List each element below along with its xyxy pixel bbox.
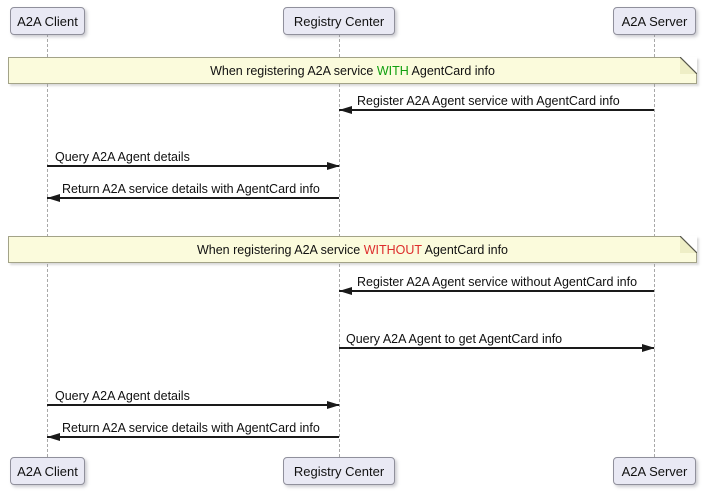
arrowhead-right-icon	[326, 400, 340, 409]
arrow-line	[339, 347, 654, 349]
participant-bottom-a2a-client: A2A Client	[10, 457, 85, 485]
message-label: Return A2A service details with AgentCar…	[62, 182, 320, 196]
participant-label: Registry Center	[293, 13, 385, 29]
note-text: When registering A2A service WITH AgentC…	[210, 64, 495, 78]
participant-top-a2a-client: A2A Client	[10, 7, 85, 35]
arrowhead-left-icon	[338, 105, 352, 114]
message-label: Register A2A Agent service without Agent…	[357, 275, 638, 289]
arrow-line	[339, 109, 654, 111]
message-label: Query A2A Agent to get AgentCard info	[346, 332, 563, 346]
message-label: Return A2A service details with AgentCar…	[62, 421, 320, 435]
note-text-prefix: When registering A2A service	[210, 63, 377, 78]
participant-bottom-a2a-server: A2A Server	[613, 457, 696, 485]
arrowhead-right-icon	[326, 161, 340, 170]
participant-label: A2A Server	[621, 13, 688, 29]
note-fold-icon	[680, 236, 697, 253]
participant-label: A2A Client	[17, 13, 78, 29]
arrowhead-right-icon	[641, 343, 655, 352]
note-keyword: WITHOUT	[363, 242, 422, 257]
arrow-line	[47, 165, 339, 167]
note-fold-icon	[680, 57, 697, 74]
participant-label: A2A Server	[621, 463, 688, 479]
participant-top-a2a-server: A2A Server	[613, 7, 696, 35]
arrowhead-left-icon	[338, 286, 352, 295]
message-label: Query A2A Agent details	[55, 389, 190, 403]
note-without-agentcard: When registering A2A service WITHOUT Age…	[8, 236, 697, 263]
note-text-suffix: AgentCard info	[408, 63, 495, 78]
arrow-line	[339, 290, 654, 292]
participant-bottom-registry-center: Registry Center	[283, 457, 395, 485]
arrow-line	[47, 436, 339, 438]
note-text: When registering A2A service WITHOUT Age…	[197, 243, 508, 257]
arrowhead-left-icon	[46, 432, 60, 441]
message-label: Query A2A Agent details	[55, 150, 190, 164]
participant-label: Registry Center	[293, 463, 385, 479]
note-keyword: WITH	[376, 63, 409, 78]
arrow-line	[47, 197, 339, 199]
message-label: Register A2A Agent service with AgentCar…	[357, 94, 620, 108]
participant-top-registry-center: Registry Center	[283, 7, 395, 35]
note-text-prefix: When registering A2A service	[196, 242, 364, 257]
note-with-agentcard: When registering A2A service WITH AgentC…	[8, 57, 697, 84]
note-text-suffix: AgentCard info	[421, 242, 508, 257]
arrow-line	[47, 404, 339, 406]
participant-label: A2A Client	[17, 463, 78, 479]
arrowhead-left-icon	[46, 193, 60, 202]
